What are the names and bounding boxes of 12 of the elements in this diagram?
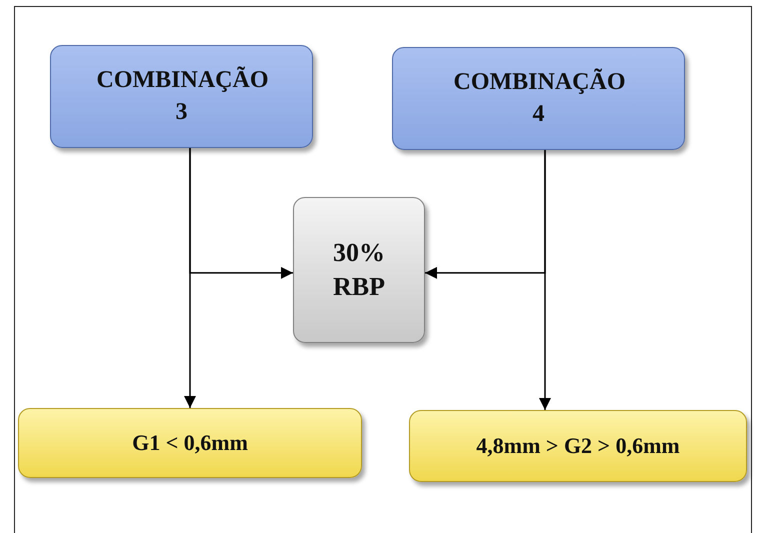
box-label: COMBINAÇÃO 4 bbox=[452, 67, 626, 128]
process-box bbox=[392, 47, 685, 150]
box-label: 4,8mm > G2 > 0,6mm bbox=[475, 432, 681, 460]
box-label: COMBINAÇÃO 3 bbox=[96, 65, 270, 126]
box-label: 30% RBP bbox=[332, 237, 386, 303]
process-box bbox=[18, 408, 362, 478]
process-box bbox=[409, 410, 747, 482]
process-box bbox=[293, 197, 425, 343]
box-label: G1 < 0,6mm bbox=[131, 428, 249, 457]
process-box bbox=[50, 45, 313, 148]
arrow bbox=[539, 150, 551, 410]
arrow bbox=[184, 148, 196, 408]
